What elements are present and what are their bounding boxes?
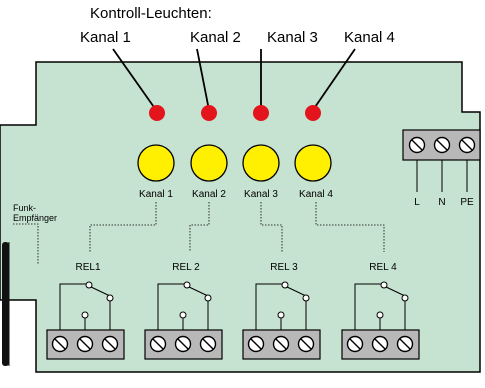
button-label-3: Kanal 3 xyxy=(244,189,278,200)
channel-buttons xyxy=(137,144,332,182)
relay-labels: REL1 REL 2 REL 3 REL 4 xyxy=(75,262,397,273)
receiver-module xyxy=(2,242,9,366)
button-channel-2[interactable] xyxy=(190,144,228,182)
button-label-1: Kanal 1 xyxy=(139,189,173,200)
button-labels: Kanal 1 Kanal 2 Kanal 3 Kanal 4 xyxy=(139,189,333,200)
led-channel-2 xyxy=(201,105,217,121)
svg-text:Empfänger: Empfänger xyxy=(13,213,57,223)
relay-block-3 xyxy=(242,281,321,360)
relay-label-2: REL 2 xyxy=(172,262,200,273)
header-channel-3: Kanal 3 xyxy=(267,29,318,46)
relay-block-2 xyxy=(144,281,223,360)
circuit-board xyxy=(0,61,481,373)
terminal-label-l: L xyxy=(414,197,420,208)
terminal-label-n: N xyxy=(438,197,445,208)
receiver-lead xyxy=(13,223,39,265)
relay-label-1: REL1 xyxy=(75,262,100,273)
led-leaders xyxy=(112,48,356,111)
relay-block-4 xyxy=(341,281,420,360)
button-label-4: Kanal 4 xyxy=(299,189,333,200)
button-label-2: Kanal 2 xyxy=(192,189,226,200)
button-channel-1[interactable] xyxy=(137,144,175,182)
button-relay-links xyxy=(89,202,385,252)
header-channel-1: Kanal 1 xyxy=(80,29,131,46)
relay-label-4: REL 4 xyxy=(369,262,397,273)
led-channel-3 xyxy=(253,105,269,121)
relay-label-3: REL 3 xyxy=(270,262,298,273)
led-channel-4 xyxy=(305,105,321,121)
power-terminal: L N PE xyxy=(402,129,481,208)
led-channel-1 xyxy=(149,105,165,121)
header-channel-2: Kanal 2 xyxy=(190,29,241,46)
receiver-label: Funk- Empfänger xyxy=(13,203,57,223)
header-channel-4: Kanal 4 xyxy=(344,29,395,46)
relay-block-1 xyxy=(46,281,125,360)
terminal-label-pe: PE xyxy=(460,197,474,208)
button-channel-3[interactable] xyxy=(242,144,280,182)
button-channel-4[interactable] xyxy=(294,144,332,182)
header-title: Kontroll-Leuchten: xyxy=(90,5,212,22)
svg-text:Funk-: Funk- xyxy=(13,203,36,213)
control-leds xyxy=(149,105,321,121)
